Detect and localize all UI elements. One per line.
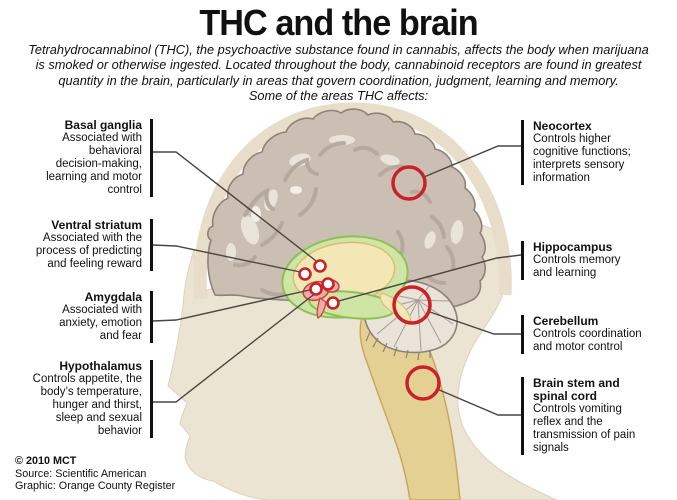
- intro-text: Tetrahydrocannabinol (THC), the psychoac…: [0, 42, 677, 104]
- ventral-striatum-marker: [298, 267, 312, 281]
- label-brain-stem: Brain stem and spinal cord Controls vomi…: [521, 377, 655, 455]
- intro-line: Tetrahydrocannabinol (THC), the psychoac…: [28, 42, 649, 57]
- label-heading: Hippocampus: [533, 240, 613, 254]
- leader-hippocampus: [334, 254, 522, 303]
- label-heading: Neocortex: [533, 119, 592, 133]
- label-hypothalamus: Hypothalamus Controls appetite, the body…: [4, 360, 153, 438]
- page-title: THC and the brain: [199, 2, 478, 43]
- label-heading: Basal ganglia: [64, 118, 142, 132]
- label-neocortex: Neocortex Controls higher cognitive func…: [521, 120, 655, 185]
- brain-stem-circle: [405, 365, 441, 401]
- label-heading: Brain stem and: [533, 376, 620, 390]
- label-heading: Hypothalamus: [59, 359, 142, 373]
- pons-ridges: [365, 331, 431, 361]
- source-line: Source: Scientific American: [15, 467, 147, 480]
- label-heading: Ventral striatum: [51, 218, 142, 232]
- hippocampus-marker: [326, 296, 340, 310]
- limbic-regions: [281, 235, 412, 322]
- intro-line: quantity in the brain, particularly in a…: [58, 72, 619, 88]
- amygdala-marker: [309, 282, 323, 296]
- pituitary-stalk: [316, 297, 327, 319]
- leader-amygdala: [152, 288, 315, 322]
- credits: © 2010 MCT Source: Scientific American G…: [15, 455, 175, 493]
- leader-ventral-striatum: [152, 244, 306, 274]
- label-heading: spinal cord: [533, 389, 598, 403]
- leader-brain-stem: [436, 388, 521, 416]
- label-amygdala: Amygdala Associated with anxiety, emotio…: [4, 291, 153, 343]
- label-heading: Cerebellum: [533, 314, 599, 328]
- label-hippocampus: Hippocampus Controls memory and learning: [521, 241, 655, 280]
- label-basal-ganglia: Basal ganglia Associated with behavioral…: [4, 119, 153, 197]
- leader-cerebellum: [429, 311, 521, 335]
- neocortex-circle: [391, 165, 427, 201]
- cerebellum-circle: [392, 285, 432, 325]
- basal-ganglia-marker: [313, 259, 327, 273]
- leader-basal-ganglia: [153, 151, 321, 265]
- leader-hypothalamus: [153, 284, 327, 403]
- intro-line: is smoked or otherwise ingested. Located…: [35, 57, 642, 73]
- region-markers: [298, 259, 340, 310]
- gyri-folds: [233, 141, 456, 297]
- leader-neocortex: [423, 145, 521, 178]
- hypothalamus-marker: [321, 277, 335, 291]
- label-heading: Amygdala: [84, 290, 142, 304]
- credit-line: Graphic: Orange County Register: [15, 480, 176, 492]
- copyright-line: © 2010 MCT: [15, 455, 77, 467]
- label-cerebellum: Cerebellum Controls coordination and mot…: [521, 315, 655, 354]
- area-circles: [391, 165, 441, 401]
- intro-line: Some of the areas THC affects:: [248, 88, 429, 104]
- leader-lines: [152, 145, 522, 416]
- label-ventral-striatum: Ventral striatum Associated with the pro…: [4, 219, 153, 271]
